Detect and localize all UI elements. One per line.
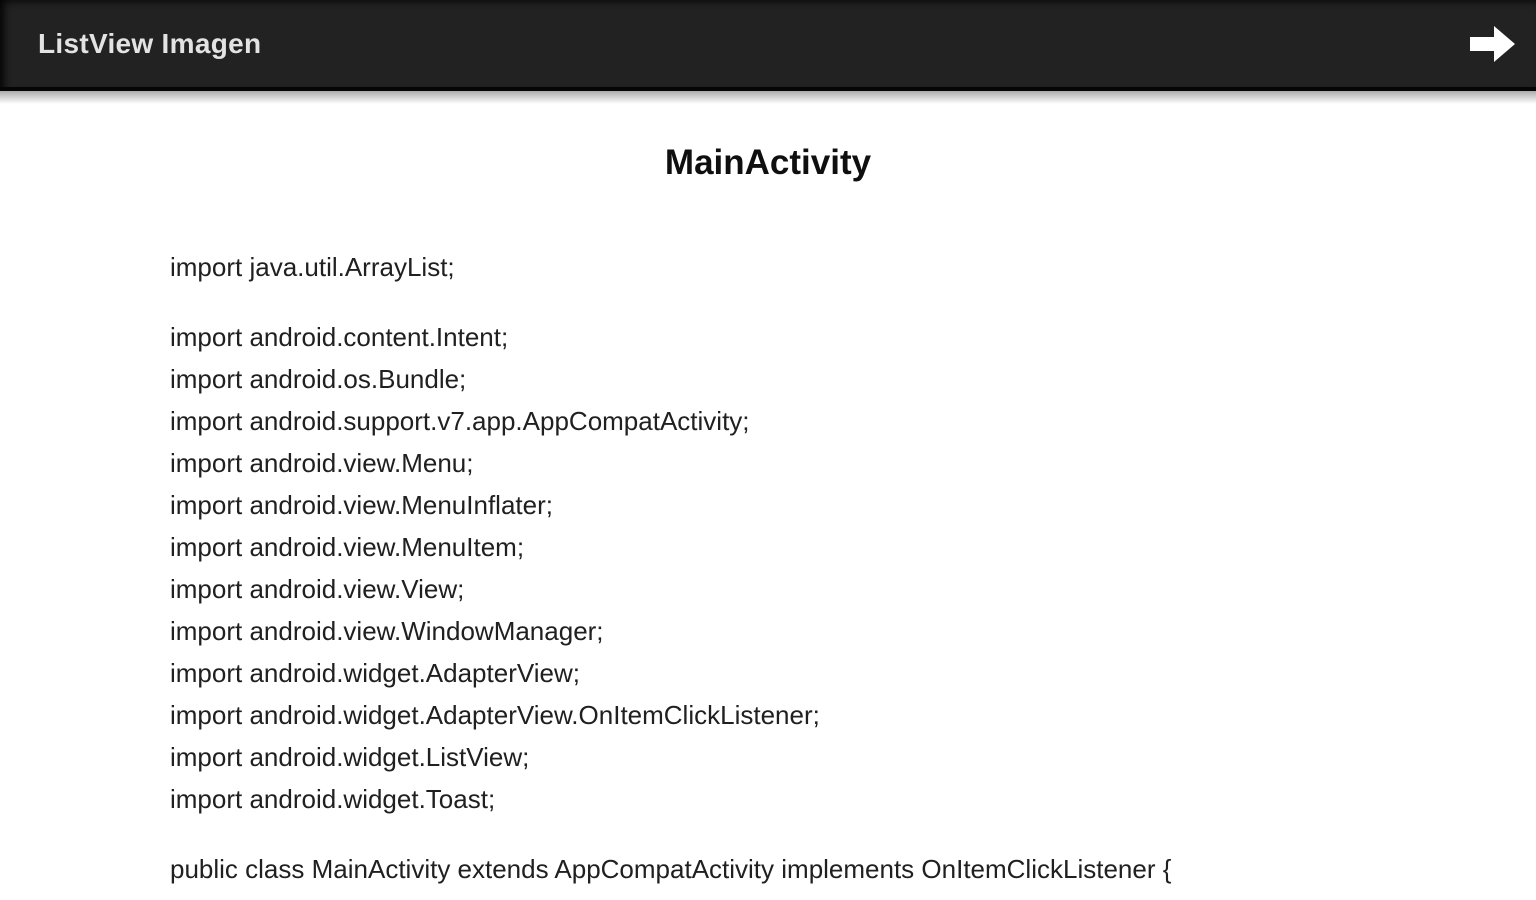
code-line: import android.content.Intent; [170,322,509,352]
code-line: import android.support.v7.app.AppCompatA… [170,406,750,436]
app-bar: ListView Imagen [0,0,1536,91]
code-block: import java.util.ArrayList; import androi… [170,246,1476,890]
code-line: import android.widget.Toast; [170,784,496,814]
app-bar-shadow [0,91,1536,104]
code-paragraph: import android.content.Intent; import and… [170,316,1476,820]
code-line: import android.view.Menu; [170,448,474,478]
code-paragraph: public class MainActivity extends AppCom… [170,848,1476,890]
content-area: MainActivity import java.util.ArrayList;… [0,142,1536,890]
code-line: import android.os.Bundle; [170,364,467,394]
code-line: import android.widget.AdapterView; [170,658,580,688]
code-line: import android.view.MenuItem; [170,532,525,562]
next-button[interactable] [1470,24,1516,64]
code-line: public class MainActivity extends AppCom… [170,854,1172,884]
code-line: import android.view.MenuInflater; [170,490,553,520]
code-line: import android.view.WindowManager; [170,616,604,646]
code-line: import java.util.ArrayList; [170,252,455,282]
code-line: import android.widget.AdapterView.OnItem… [170,700,820,730]
app-bar-title: ListView Imagen [38,27,262,59]
arrow-right-icon [1470,24,1516,64]
page-title: MainActivity [664,143,872,182]
code-line: import android.view.View; [170,574,465,604]
code-paragraph: import java.util.ArrayList; [170,246,1476,288]
code-line: import android.widget.ListView; [170,742,530,772]
